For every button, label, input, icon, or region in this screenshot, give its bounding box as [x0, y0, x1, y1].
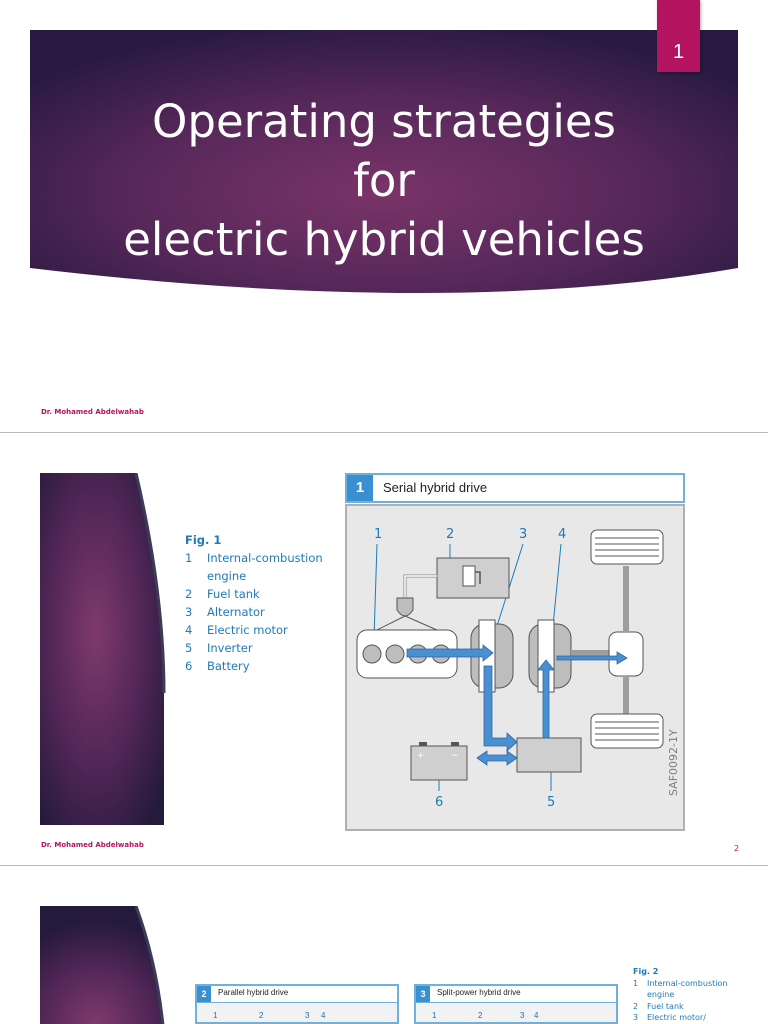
diagram-number: 1	[347, 475, 373, 501]
slide-number: 2	[734, 844, 740, 853]
callout: 3	[305, 1011, 310, 1020]
callout: 2	[259, 1011, 264, 1020]
callout-3: 3	[519, 527, 527, 542]
legend-heading: Fig. 2	[633, 967, 659, 976]
slide-divider	[0, 432, 768, 433]
side-decoration-panel	[40, 906, 165, 1024]
callout-6: 6	[435, 795, 443, 810]
callout: 1	[213, 1011, 218, 1020]
diagram-header: 1 Serial hybrid drive	[345, 473, 685, 503]
svg-text:−: −	[451, 751, 459, 761]
callout-2: 2	[446, 527, 454, 542]
callout: 1	[432, 1011, 437, 1020]
parallel-hybrid-diagram: 2 Parallel hybrid drive 1 2 3 4	[195, 984, 399, 1024]
image-code: SAF0092-1Y	[667, 729, 680, 796]
svg-text:+: +	[417, 751, 425, 761]
callout: 4	[534, 1011, 539, 1020]
diagram-title: Parallel hybrid drive	[218, 988, 289, 997]
diagram-drawing: 1 2 3 4 6 5	[356, 527, 680, 810]
diagram-body: 1 2 3 4 6 5	[345, 504, 685, 831]
title-banner	[30, 30, 738, 293]
callout-5: 5	[547, 795, 555, 810]
author-footer: Dr. Mohamed Abdelwahab	[41, 841, 144, 849]
diagram-number: 3	[416, 986, 430, 1002]
callout: 4	[321, 1011, 326, 1020]
slide-1[interactable]: Operating strategies for electric hybrid…	[0, 0, 768, 432]
diagram-title: Serial hybrid drive	[383, 480, 488, 495]
callout: 3	[520, 1011, 525, 1020]
callout-4: 4	[558, 527, 566, 542]
callout-1: 1	[374, 527, 382, 542]
slide-title: Operating strategies for electric hybrid…	[30, 92, 738, 269]
legend-heading: Fig. 1	[185, 533, 222, 547]
side-decoration-panel	[40, 473, 166, 825]
title-line-3: electric hybrid vehicles	[123, 213, 645, 266]
diagram-title: Split-power hybrid drive	[437, 988, 521, 997]
diagram-header: 2 Parallel hybrid drive	[197, 986, 397, 1003]
author-footer: Dr. Mohamed Abdelwahab	[41, 408, 144, 416]
diagram-header: 3 Split-power hybrid drive	[416, 986, 616, 1003]
legend-item: engine	[647, 990, 675, 999]
title-line-2: for	[353, 154, 415, 207]
serial-hybrid-diagram: 1 Serial hybrid drive 1 2 3 4 6 5	[345, 473, 685, 831]
page-number-tag: 1	[657, 0, 700, 72]
split-power-hybrid-diagram: 3 Split-power hybrid drive 1 2 3 4	[414, 984, 618, 1024]
callout: 2	[478, 1011, 483, 1020]
fuel-pump-icon	[462, 565, 476, 587]
slide-3[interactable]: 2 Parallel hybrid drive 1 2 3 4 3 Split-…	[0, 866, 768, 1024]
diagram-number: 2	[197, 986, 211, 1002]
slide-divider	[0, 865, 768, 866]
title-line-1: Operating strategies	[152, 95, 616, 148]
